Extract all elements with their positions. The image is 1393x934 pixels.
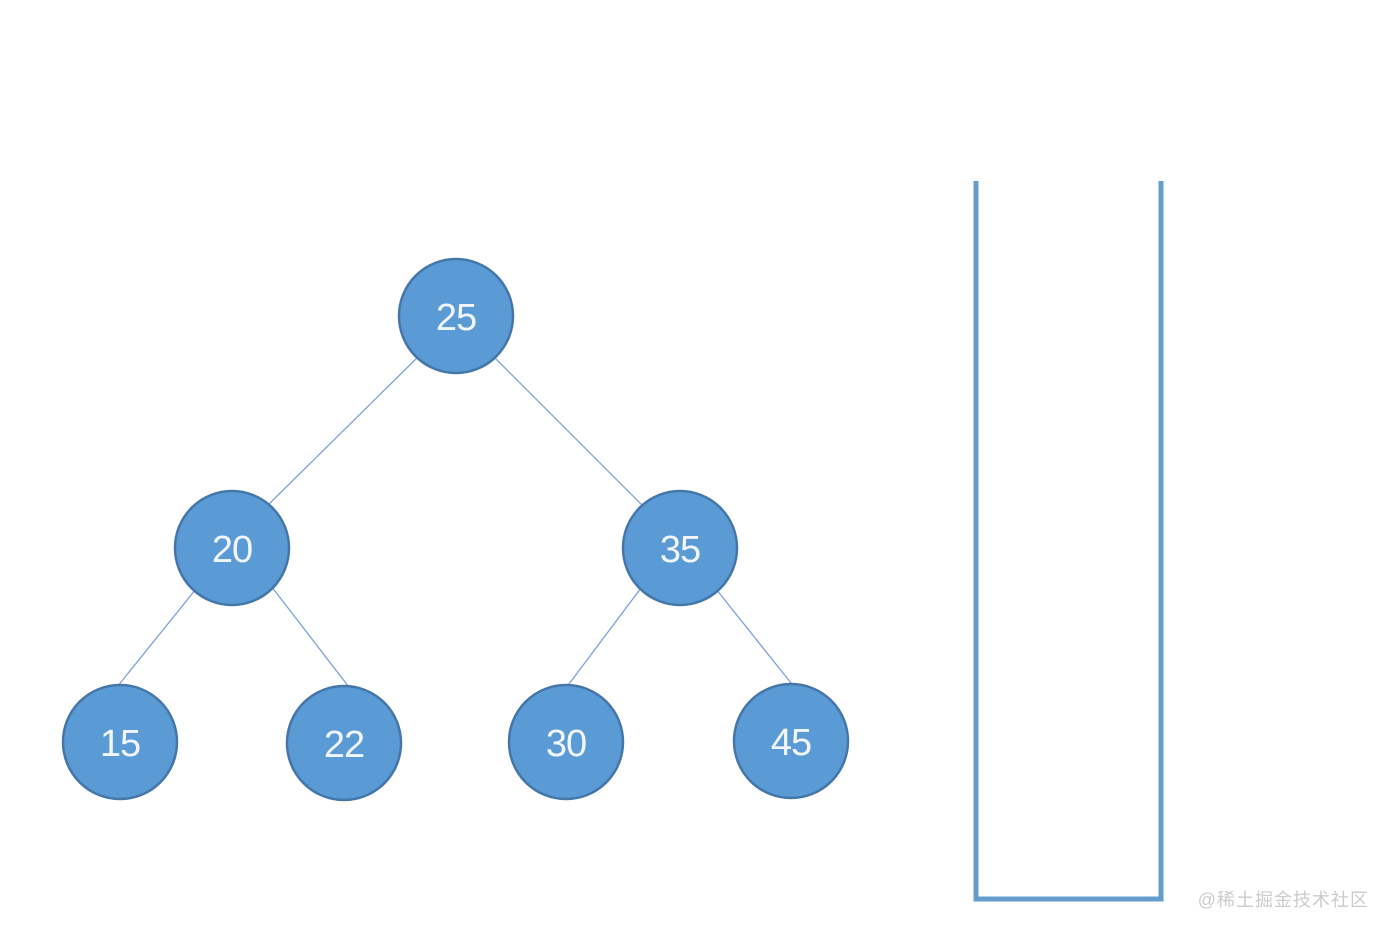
tree-node-15: 15 [61,683,179,801]
node-label-25: 25 [436,297,476,339]
node-label-15: 15 [100,723,140,765]
tree-node-25: 25 [397,257,515,375]
node-circle-45 [732,682,850,800]
node-label-20: 20 [212,529,252,571]
node-circle-25 [397,257,515,375]
node-circle-22 [285,684,403,802]
tree-edges [116,351,796,692]
node-circle-20 [173,489,291,607]
node-label-22: 22 [324,724,364,766]
tree-edge-25-20 [265,351,424,508]
tree-node-22: 22 [285,684,403,802]
tree-edge-35-30 [565,583,645,689]
tree-node-45: 45 [732,682,850,800]
tree-node-20: 20 [173,489,291,607]
node-circle-30 [507,683,625,801]
node-label-35: 35 [660,529,700,571]
tree-edge-35-45 [711,583,796,689]
node-circle-35 [621,489,739,607]
tree-edge-20-15 [116,583,201,688]
stack-container [973,181,1164,902]
node-circle-15 [61,683,179,801]
tree-node-30: 30 [507,683,625,801]
node-label-30: 30 [546,723,586,765]
node-label-45: 45 [771,722,811,764]
tree-edge-20-22 [267,581,353,692]
tree-edge-25-35 [490,353,648,511]
tree-node-35: 35 [621,489,739,607]
watermark: @稀土掘金技术社区 [1197,890,1369,910]
